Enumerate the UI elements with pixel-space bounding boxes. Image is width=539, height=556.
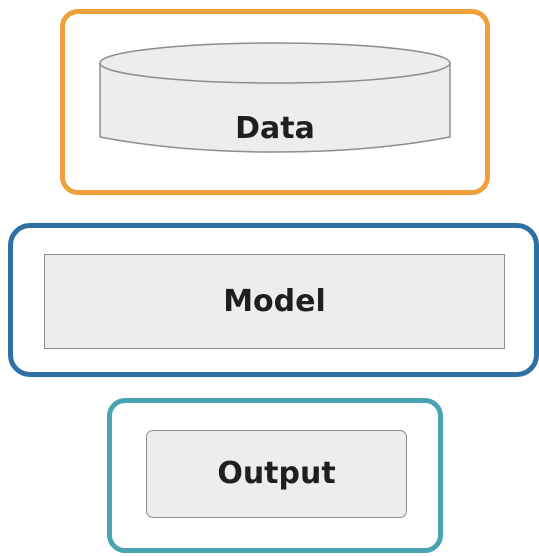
output-label: Output [217,456,336,491]
data-label: Data [235,111,315,146]
model-box [44,254,505,349]
data-cylinder [99,42,451,153]
model-label: Model [223,284,326,319]
output-box [146,430,407,518]
